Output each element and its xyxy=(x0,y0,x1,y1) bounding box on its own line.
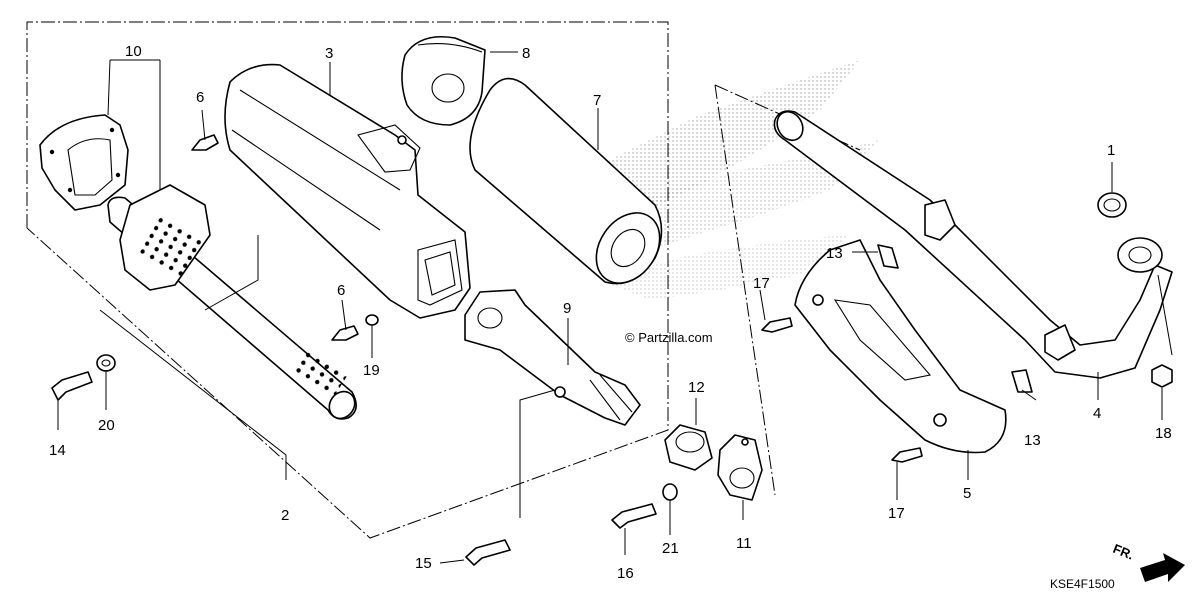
part-8-packing xyxy=(401,36,486,126)
callout-16: 16 xyxy=(617,565,634,582)
callout-17-bottom: 17 xyxy=(888,505,905,522)
part-9-joint-pipe xyxy=(464,289,641,426)
part-10-end-cap xyxy=(39,114,129,211)
callout-13-top: 13 xyxy=(826,245,843,262)
callout-12: 12 xyxy=(688,379,705,396)
diagram-code: KSE4F1500 xyxy=(1050,577,1115,591)
callout-4: 4 xyxy=(1093,405,1101,422)
callout-13-bottom: 13 xyxy=(1024,432,1041,449)
callout-17-top: 17 xyxy=(753,275,770,292)
part-12-collar xyxy=(664,424,713,471)
callout-19: 19 xyxy=(363,362,380,379)
callout-labels: 10 3 8 7 6 6 9 19 14 20 2 15 16 21 12 11… xyxy=(49,43,1172,582)
part-3-muffler-body xyxy=(224,63,471,319)
part-11-band xyxy=(717,434,763,501)
callout-1: 1 xyxy=(1107,142,1115,159)
callout-20: 20 xyxy=(98,417,115,434)
part-4-exhaust-pipe xyxy=(773,110,1173,379)
callout-6-top: 6 xyxy=(196,89,204,106)
watermark: © Partzilla.com xyxy=(625,330,713,345)
callout-10: 10 xyxy=(125,43,142,60)
callout-18: 18 xyxy=(1155,425,1172,442)
callout-14: 14 xyxy=(49,442,66,459)
part-10-baffle-pipe xyxy=(107,184,357,420)
callout-8: 8 xyxy=(522,45,530,62)
callout-9: 9 xyxy=(563,300,571,317)
leader-lines xyxy=(57,51,1163,564)
callout-15: 15 xyxy=(415,555,432,572)
callout-7: 7 xyxy=(593,92,601,109)
front-direction-arrow-icon: FR. xyxy=(1111,541,1185,582)
callout-6-mid: 6 xyxy=(337,282,345,299)
part-1-gasket xyxy=(1097,192,1127,218)
callout-2: 2 xyxy=(281,507,289,524)
callout-21: 21 xyxy=(662,540,679,557)
fasteners xyxy=(51,134,1173,566)
part-7-sleeve xyxy=(469,77,663,285)
part-5-heat-protector xyxy=(794,239,1007,454)
callout-3: 3 xyxy=(325,45,333,62)
callout-5: 5 xyxy=(963,485,971,502)
direction-label: FR. xyxy=(1111,541,1136,563)
callout-11: 11 xyxy=(736,535,752,552)
